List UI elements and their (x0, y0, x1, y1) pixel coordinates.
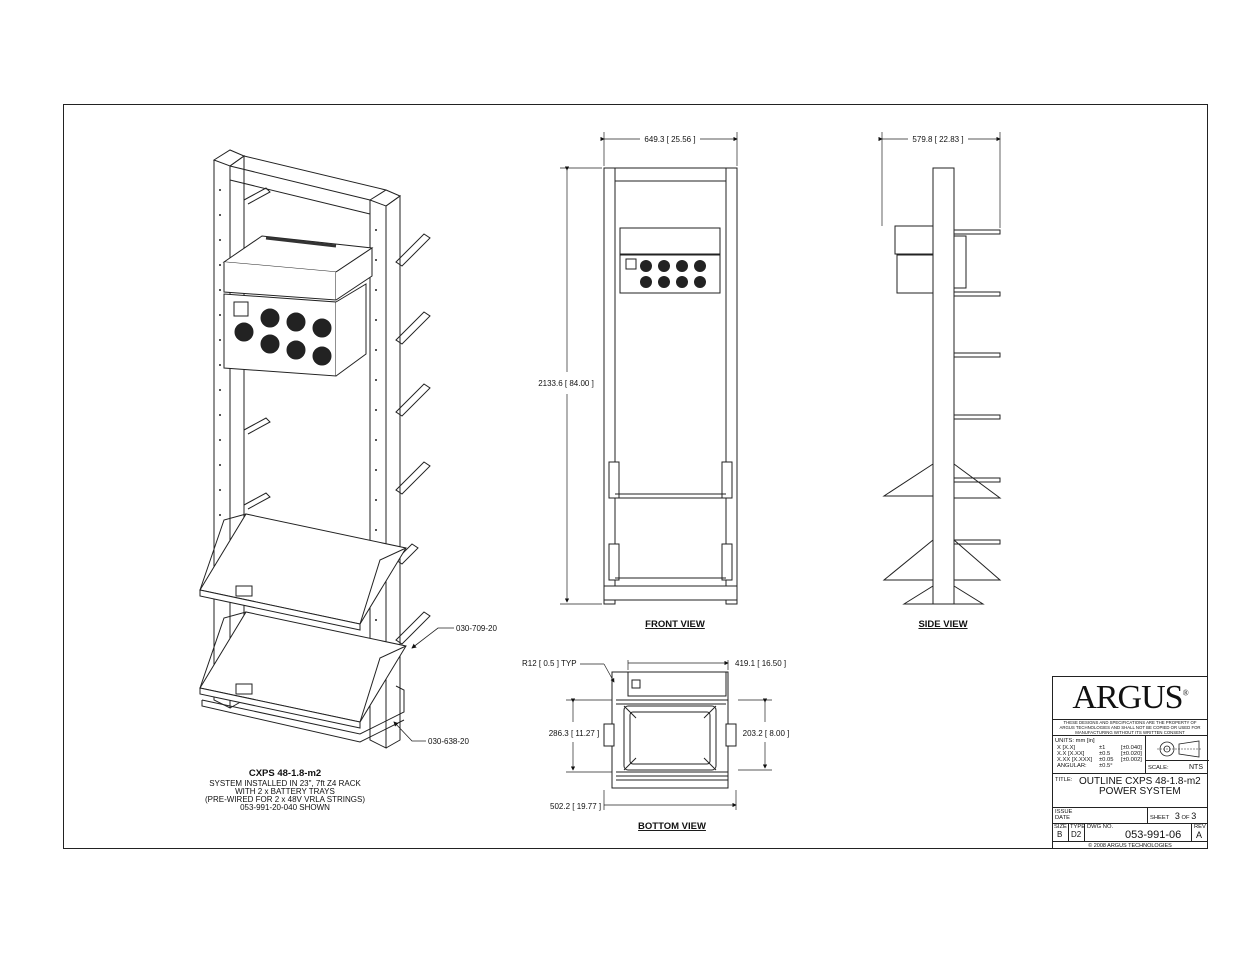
drawing-title-line-1: OUTLINE CXPS 48-1.8-m2 (1079, 776, 1201, 787)
side-depth-dimension (878, 132, 1001, 228)
logo-cell: ARGUS® (1053, 677, 1207, 719)
tolerance-table: X [X.X] ±1[±0.040] X.X [X.XX] ±0.5[±0.02… (1057, 745, 1142, 769)
copyright-text: © 2008 ARGUS TECHNOLOGIES (1088, 843, 1172, 849)
bottom-overall-label: 502.2 [ 19.77 ] (550, 802, 601, 811)
drawing-number: 053-991-06 (1125, 829, 1182, 841)
isometric-rack-view (199, 149, 431, 749)
bottom-left-label: 286.3 [ 11.27 ] (549, 729, 600, 738)
bottom-radius-label: R12 [ 0.5 ] TYP (522, 659, 577, 668)
right-post-holes (375, 229, 377, 681)
caption-line-3: (PRE-WIRED FOR 2 x 48V VRLA STRINGS) (205, 795, 365, 804)
side-depth-label: 579.8 [ 22.83 ] (912, 135, 963, 144)
bottom-right-label: 203.2 [ 8.00 ] (743, 729, 790, 738)
side-view (882, 167, 1002, 605)
units-label: UNITS: mm [in] (1055, 738, 1095, 744)
drawing-sheet-border (63, 104, 1208, 849)
bottom-view-title: BOTTOM VIEW (638, 821, 706, 832)
title-block: ARGUS® THESE DESIGNS AND SPECIFICATIONS … (1052, 676, 1209, 850)
disclaimer-cell: THESE DESIGNS AND SPECIFICATIONS ARE THE… (1053, 719, 1207, 735)
front-width-label: 649.3 [ 25.56 ] (644, 135, 695, 144)
drawing-title-line-2: POWER SYSTEM (1099, 786, 1181, 797)
revision-value: A (1196, 830, 1203, 840)
callout-leaders (393, 627, 454, 742)
front-view-title: FRONT VIEW (645, 619, 705, 630)
callout-base-part: 030-638-20 (428, 737, 469, 746)
rack-side-arms (395, 233, 431, 645)
bottom-width-label: 419.1 [ 16.50 ] (735, 659, 786, 668)
argus-logo: ARGUS® (1072, 679, 1188, 716)
caption-line-4: 053-991-20-040 SHOWN (240, 803, 330, 812)
caption-model: CXPS 48-1.8-m2 (249, 768, 321, 779)
projection-symbol-icon (1157, 740, 1201, 758)
title-cell: TITLE: OUTLINE CXPS 48-1.8-m2 POWER SYST… (1053, 773, 1207, 807)
front-height-label: 2133.6 [ 84.00 ] (538, 379, 594, 388)
front-view (603, 167, 738, 605)
bottom-view (603, 671, 737, 789)
rectifier-modules (234, 308, 332, 366)
scale-cell: SCALE: NTS (1145, 760, 1209, 774)
disclaimer-text: THESE DESIGNS AND SPECIFICATIONS ARE THE… (1059, 720, 1201, 735)
caption-line-1: SYSTEM INSTALLED IN 23", 7ft Z4 RACK (209, 779, 361, 788)
front-width-dimension (600, 132, 738, 166)
left-post-holes (219, 189, 221, 516)
bottom-dimensions (566, 660, 772, 810)
copyright-cell: © 2008 ARGUS TECHNOLOGIES (1053, 841, 1207, 850)
front-height-dimension (560, 166, 602, 605)
callout-tray-part: 030-709-20 (456, 624, 497, 633)
side-view-title: SIDE VIEW (918, 619, 967, 630)
units-cell: UNITS: mm [in] X [X.X] ±1[±0.040] X.X [X… (1053, 735, 1209, 774)
caption-line-2: WITH 2 x BATTERY TRAYS (235, 787, 335, 796)
size-dwg-cell: SIZE B TYPE D2 DWG NO. 053-991-06 REV A (1053, 823, 1207, 842)
